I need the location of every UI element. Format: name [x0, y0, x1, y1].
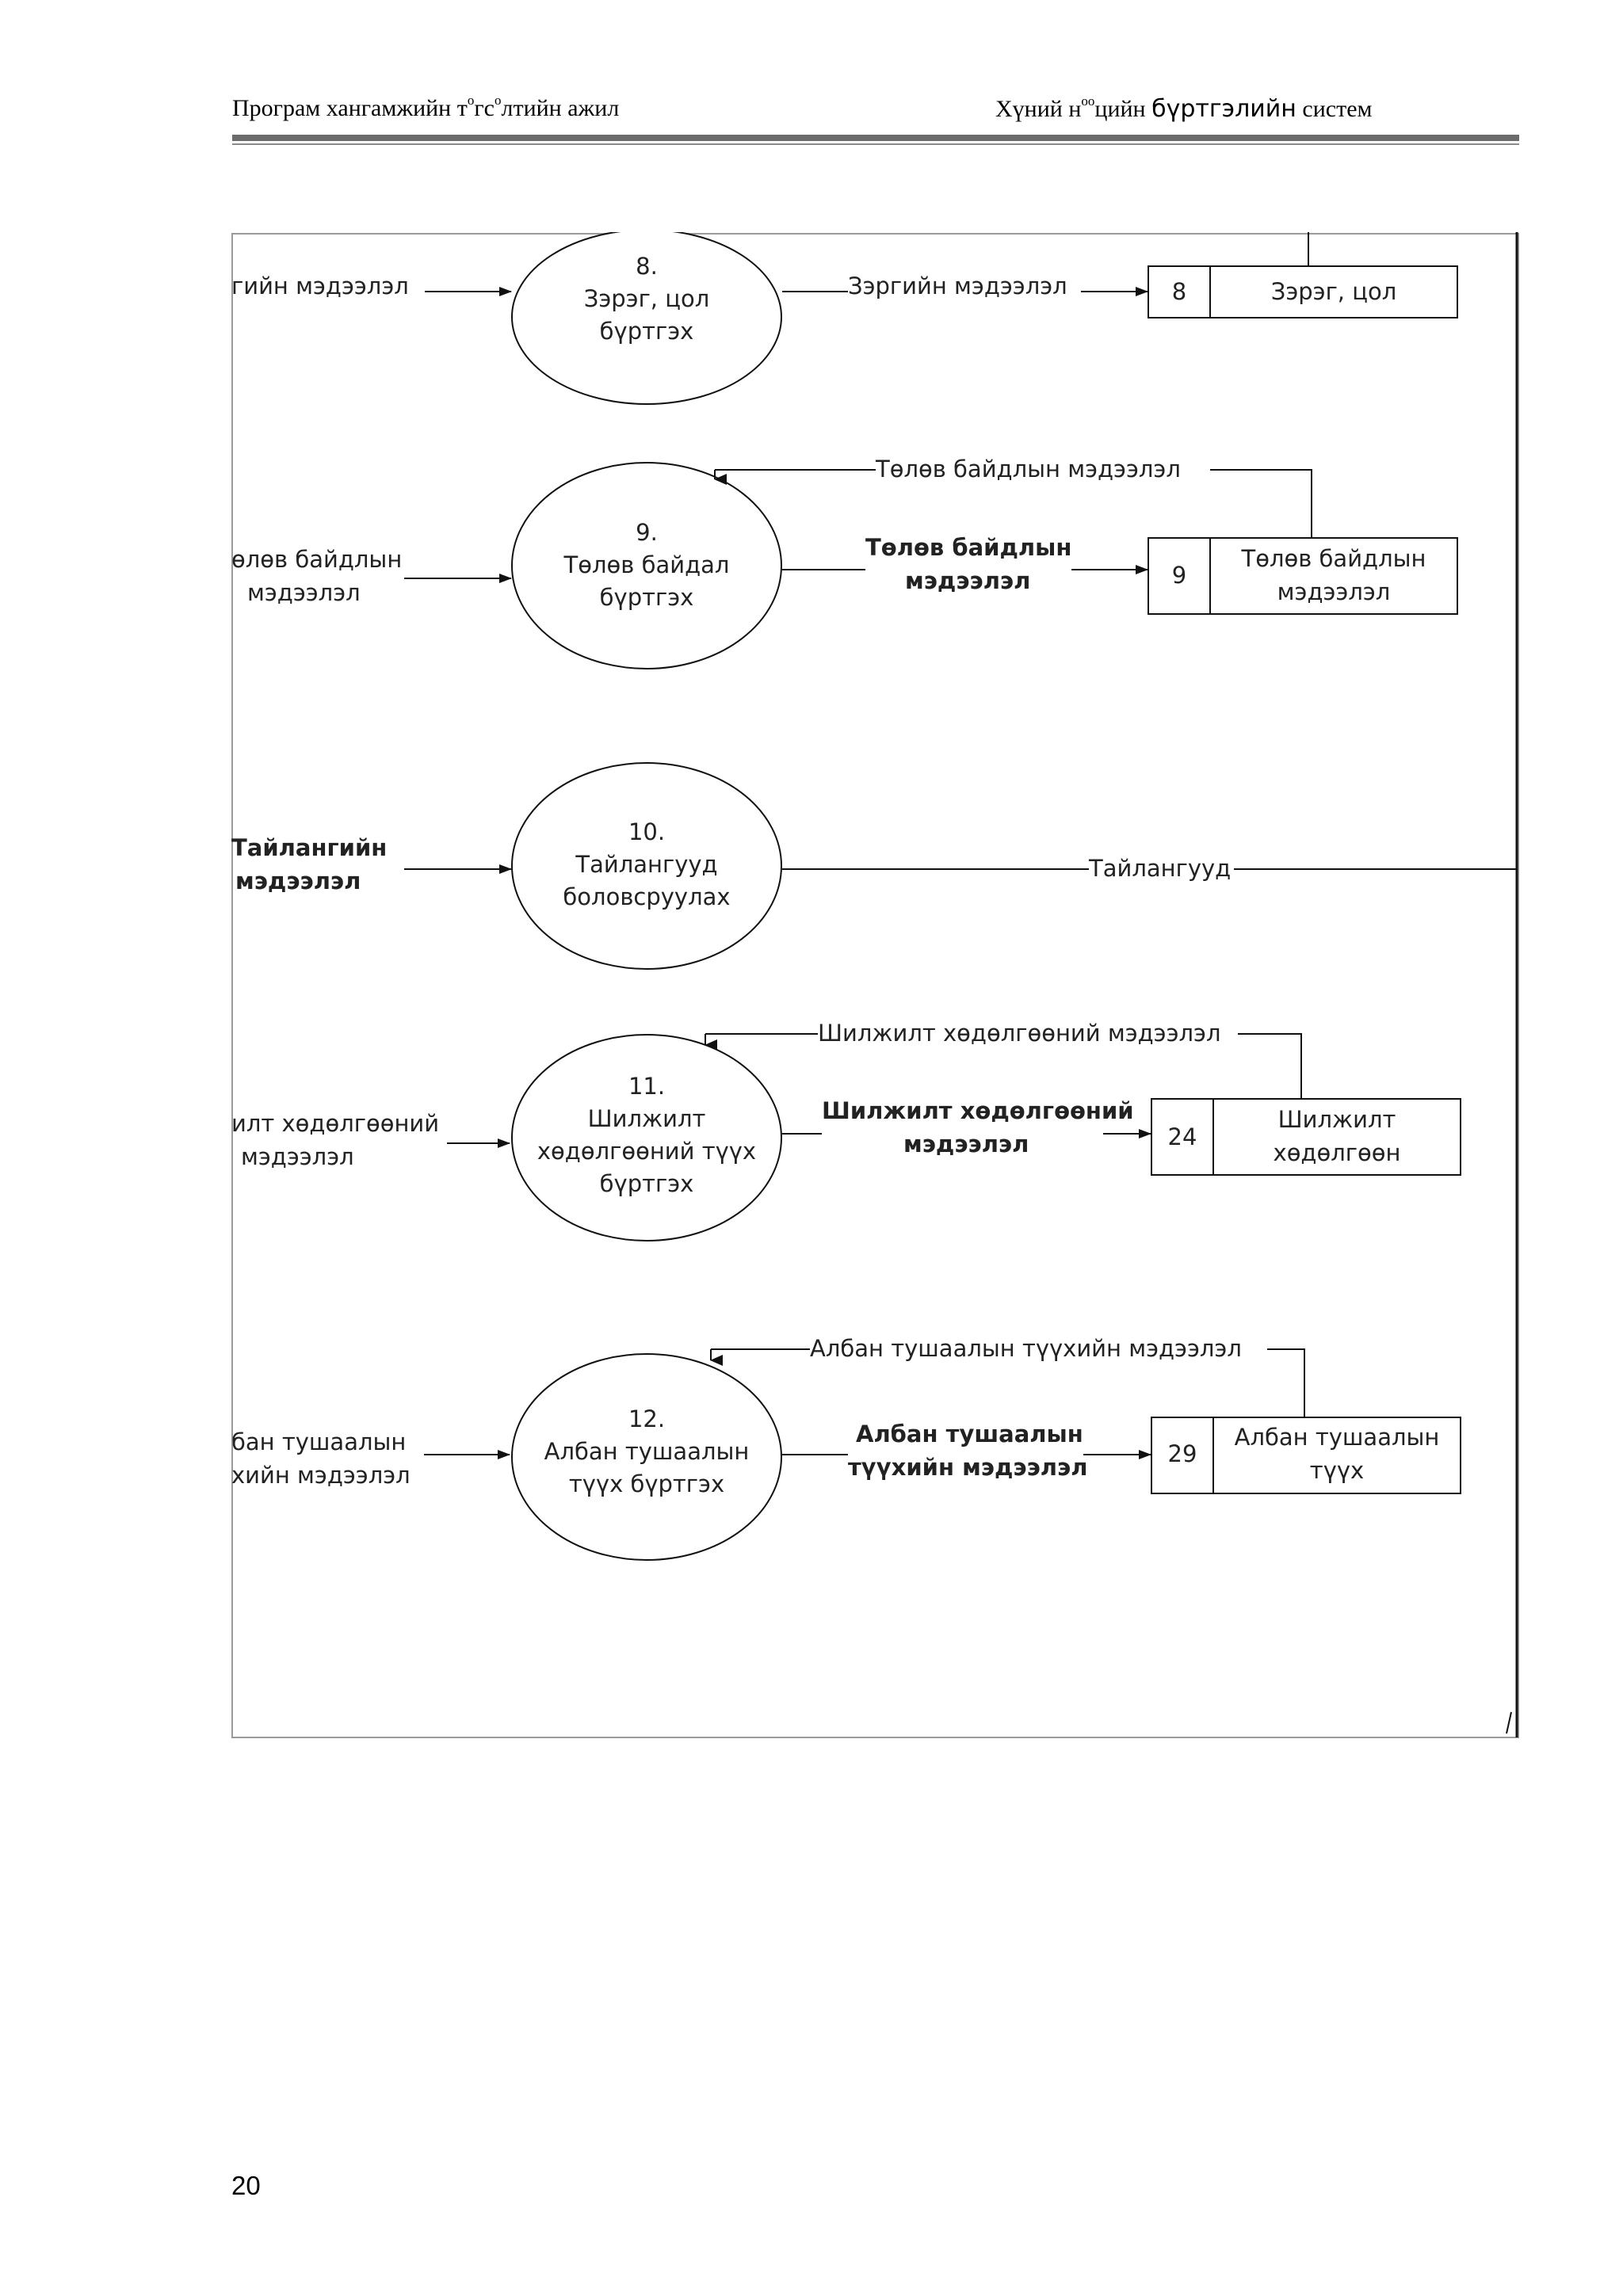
data-store-9	[1148, 537, 1458, 615]
data-store-9-label-2: мэдээлэл	[1277, 578, 1391, 605]
output-flow-11-label-2: мэдээлэл	[903, 1131, 1029, 1158]
diagram-frame	[231, 233, 1519, 1738]
process-10-line-1: 10.	[628, 818, 665, 845]
output-flow-12-label-2: түүхийн мэдээлэл	[848, 1454, 1087, 1481]
output-flow-9-label-2: мэдээлэл	[905, 567, 1030, 594]
process-8	[511, 232, 782, 405]
data-store-24-label-2: хөдөлгөөн	[1274, 1139, 1401, 1166]
process-10	[511, 762, 782, 970]
feedback-12-label: Албан тушаалын түүхийн мэдээлэл	[810, 1335, 1242, 1362]
frame-tick	[1506, 1711, 1512, 1734]
input-flow-9-label-2: мэдээлэл	[247, 579, 361, 606]
data-store-24-id: 24	[1168, 1123, 1197, 1150]
header-rule-thin	[232, 143, 1519, 145]
process-8-line-2: Зэрэг, цол	[584, 285, 710, 312]
feedback-11-line-a	[1238, 1033, 1302, 1099]
data-store-29-id: 29	[1168, 1440, 1197, 1467]
data-store-29-label-2: түүх	[1310, 1457, 1364, 1484]
input-flow-11-label-1: илт хөдөлгөөний	[231, 1110, 439, 1137]
data-store-29	[1151, 1417, 1461, 1494]
process-8-line-1: 8.	[636, 253, 658, 280]
process-12	[511, 1353, 782, 1561]
data-store-8	[1148, 265, 1458, 318]
process-9-line-2: Төлөв байдал	[563, 551, 730, 578]
process-11-line-1: 11.	[628, 1073, 665, 1100]
output-flow-12-label-1: Албан тушаалын	[856, 1421, 1083, 1447]
process-9-line-1: 9.	[636, 519, 658, 546]
process-11-line-3: хөдөлгөөний түүх	[537, 1138, 756, 1165]
feedback-9-label: Төлөв байдлын мэдээлэл	[875, 456, 1181, 482]
process-11	[511, 1034, 782, 1241]
feedback-12-line-a	[1267, 1348, 1305, 1417]
process-11-line-4: бүртгэх	[600, 1170, 694, 1197]
header-left: Програм хангамжийн тогсолтийн ажил	[232, 93, 620, 121]
output-flow-10-label: Тайлангууд	[1088, 855, 1231, 882]
process-9-line-3: бүртгэх	[600, 584, 694, 611]
data-flow-diagram: 8. Зэрэг, цол бүртгэх гийн мэдээлэл Зэрг…	[231, 232, 1519, 1738]
process-12-line-2: Албан тушаалын	[544, 1438, 750, 1465]
input-flow-11-label-2: мэдээлэл	[241, 1143, 354, 1170]
process-9	[511, 462, 782, 669]
input-flow-10-label-2: мэдээлэл	[235, 868, 361, 894]
data-store-8-label: Зэрэг, цол	[1271, 278, 1397, 305]
process-12-line-3: түүх бүртгэх	[569, 1470, 724, 1497]
process-8-line-3: бүртгэх	[600, 318, 694, 345]
header-rule	[232, 135, 1519, 141]
process-10-line-2: Тайлангууд	[575, 851, 717, 878]
data-store-9-label-1: Төлөв байдлын	[1241, 545, 1426, 572]
process-11-line-2: Шилжилт	[588, 1105, 706, 1132]
process-12-line-1: 12.	[628, 1405, 665, 1432]
output-flow-9-label-1: Төлөв байдлын	[865, 534, 1071, 561]
input-flow-10-label-1: Тайлангийн	[231, 834, 387, 861]
process-10-line-3: боловсруулах	[563, 883, 730, 910]
page-number: 20	[231, 2171, 261, 2200]
output-flow-11-label-1: Шилжилт хөдөлгөөний	[822, 1097, 1134, 1124]
data-store-8-id: 8	[1172, 278, 1186, 305]
input-flow-12-label-1: бан тушаалын	[231, 1428, 406, 1455]
data-store-9-id: 9	[1172, 562, 1186, 589]
input-flow-9-label-1: өлөв байдлын	[231, 546, 402, 573]
data-store-24-label-1: Шилжилт	[1278, 1106, 1396, 1133]
data-store-29-label-1: Албан тушаалын	[1235, 1424, 1440, 1451]
output-flow-8-label: Зэргийн мэдээлэл	[848, 273, 1067, 299]
input-flow-8-label: гийн мэдээлэл	[231, 273, 409, 299]
data-store-24	[1151, 1098, 1461, 1176]
input-flow-12-label-2: хийн мэдээлэл	[231, 1462, 411, 1489]
feedback-9-line-a	[1210, 469, 1312, 538]
feedback-11-label: Шилжилт хөдөлгөөний мэдээлэл	[818, 1020, 1221, 1047]
header-right: Хүний нооцийн бүртгэлийн систем	[995, 93, 1373, 123]
